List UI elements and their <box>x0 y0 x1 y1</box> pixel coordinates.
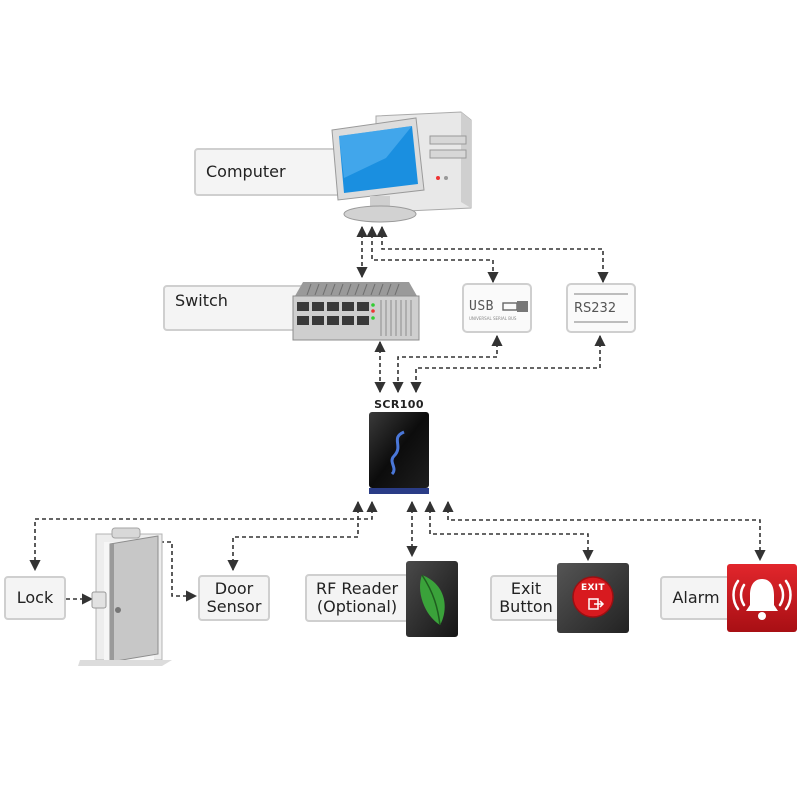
computer-label-text: Computer <box>206 162 286 182</box>
rs232-line-bottom <box>574 321 628 323</box>
wire-controller-door-sensor <box>227 500 364 572</box>
switch-label: Switch <box>163 285 313 331</box>
network-switch-icon <box>292 282 420 341</box>
wire-door-sensor <box>160 541 198 602</box>
wire-controller-alarm <box>442 500 766 562</box>
alarm-label: Alarm <box>660 576 732 620</box>
rf-reader-line1: RF Reader <box>315 579 399 599</box>
wire-computer-rs232 <box>376 225 609 284</box>
scr100-device: SCR100 <box>368 398 430 494</box>
switch-label-text: Switch <box>175 291 228 310</box>
exit-button-circle-icon <box>572 576 614 618</box>
usb-port-box: USB UNIVERSAL SERIAL BUS <box>462 283 532 333</box>
lock-label: Lock <box>4 576 66 620</box>
door-sensor-line2: Sensor <box>206 597 262 616</box>
door-sensor-label: Door Sensor <box>198 575 270 621</box>
wire-controller-exit-button <box>424 500 594 562</box>
computer-icon <box>331 111 472 223</box>
scr100-body-icon <box>369 412 429 494</box>
exit-button-label: Exit Button <box>490 575 562 621</box>
wire-controller-lock <box>29 500 378 572</box>
rs232-label: RS232 <box>574 301 617 316</box>
exit-button-device: EXIT <box>557 563 629 633</box>
door-sensor-line1: Door <box>214 579 254 599</box>
rf-reader-line2: (Optional) <box>316 597 398 616</box>
alarm-bell-icon <box>727 564 797 632</box>
exit-button-line2: Button <box>499 597 553 616</box>
rs232-port-box: RS232 <box>566 283 636 333</box>
wire-computer-usb <box>366 225 499 284</box>
wire-rs232-controller <box>410 334 606 394</box>
exit-button-line1: Exit <box>510 579 542 599</box>
exit-button-icon-text: EXIT <box>581 583 605 593</box>
door-icon <box>78 527 172 666</box>
usb-label: USB <box>469 299 494 314</box>
rf-reader-icon <box>406 561 458 637</box>
computer-label: Computer <box>194 148 344 196</box>
alarm-label-text: Alarm <box>672 588 720 608</box>
usb-plug-icon <box>502 301 528 312</box>
usb-fine-print: UNIVERSAL SERIAL BUS <box>469 316 517 321</box>
rf-reader-label: RF Reader (Optional) <box>305 574 409 622</box>
wire-usb-controller <box>392 334 503 394</box>
rs232-line-top <box>574 293 628 295</box>
scr100-label: SCR100 <box>374 398 424 411</box>
lock-label-text: Lock <box>16 588 54 608</box>
